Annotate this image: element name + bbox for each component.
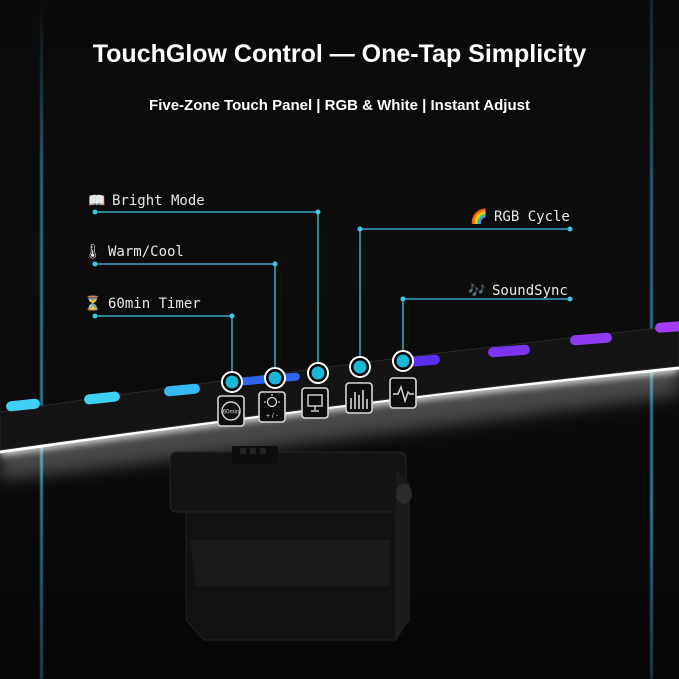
led-segment <box>655 321 679 333</box>
music-notes-icon: 🎶 <box>468 283 486 299</box>
touch-point-warm <box>264 367 286 389</box>
svg-text:+ / -: + / - <box>266 413 279 420</box>
callout-warm-cool: 🌡 Warm/Cool <box>84 244 184 260</box>
led-segment <box>164 383 200 397</box>
callout-label: RGB Cycle <box>494 209 570 225</box>
callout-rgb-cycle: 🌈 RGB Cycle <box>470 209 570 225</box>
rainbow-icon: 🌈 <box>470 209 488 225</box>
led-segment <box>84 391 120 405</box>
timer-60-icon: 60min <box>217 395 245 427</box>
clamp-knob <box>396 484 412 504</box>
touch-point-sound <box>392 350 414 372</box>
clamp-side <box>396 470 410 640</box>
callout-line-bright <box>95 211 319 372</box>
pulse-wave-icon <box>389 377 417 409</box>
led-segment <box>488 344 530 358</box>
book-icon: 📖 <box>88 193 106 209</box>
led-segment <box>6 398 40 412</box>
callout-label: 60min Timer <box>108 296 201 312</box>
callout-bright-mode: 📖 Bright Mode <box>88 193 205 209</box>
callout-line-timer <box>95 315 233 380</box>
clamp-top <box>169 451 407 513</box>
svg-text:60min: 60min <box>223 410 239 416</box>
page-subtitle: Five-Zone Touch Panel | RGB & White | In… <box>149 97 530 114</box>
touch-panel: 60min + / - <box>217 377 417 427</box>
monitor-icon <box>301 387 329 419</box>
callout-60min-timer: ⏳ 60min Timer <box>84 296 201 312</box>
callout-label: Warm/Cool <box>108 244 184 260</box>
callout-end-dots <box>92 209 573 319</box>
page-title: TouchGlow Control — One-Tap Simplicity <box>92 40 587 68</box>
callout-label: Bright Mode <box>112 193 205 209</box>
led-segment <box>570 332 612 346</box>
monitor-clamp <box>169 446 412 641</box>
callout-line-warm <box>95 263 276 376</box>
touch-point-rgb <box>349 356 371 378</box>
hourglass-icon: ⏳ <box>84 296 102 312</box>
white-glow-diffuse <box>0 360 679 480</box>
touch-point-bright <box>307 362 329 384</box>
callout-soundsync: 🎶 SoundSync <box>468 283 568 299</box>
white-glow-core <box>0 366 679 454</box>
clamp-face <box>190 540 390 586</box>
touch-point-timer <box>221 371 243 393</box>
bulb-plus-minus-icon: + / - <box>258 391 286 423</box>
equalizer-icon <box>345 382 373 414</box>
monitor-edge-glow-left <box>40 0 43 679</box>
callout-label: SoundSync <box>492 283 568 299</box>
touch-point-markers <box>221 350 414 393</box>
thermometer-icon: 🌡 <box>84 244 102 260</box>
